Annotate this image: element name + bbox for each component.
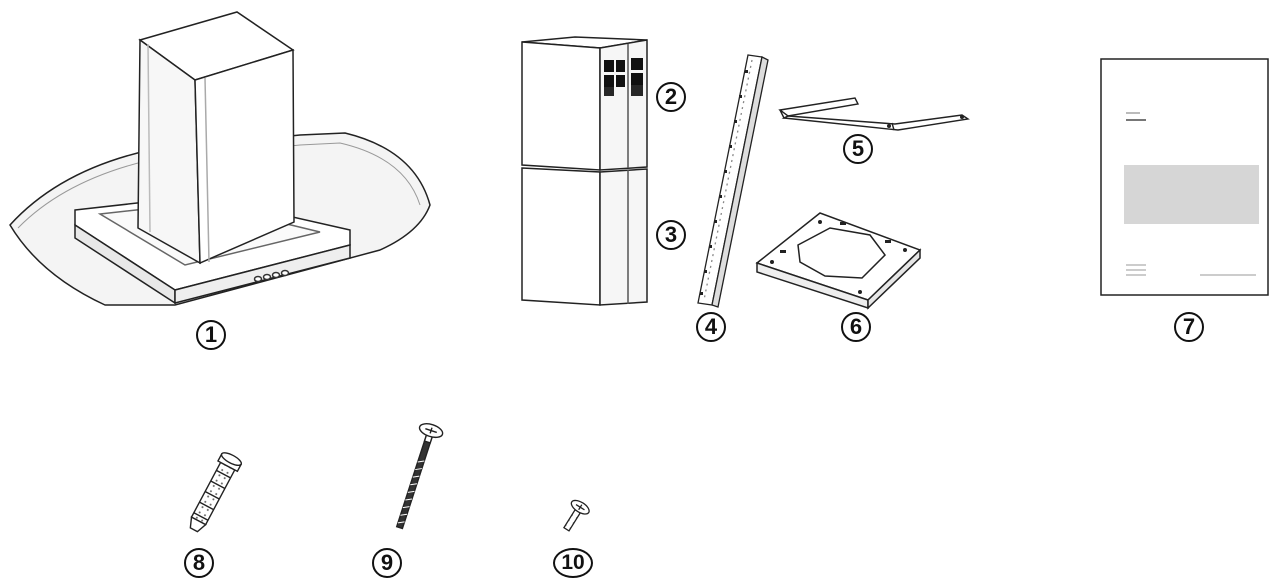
callout-3: 3 [656, 220, 686, 250]
callout-8: 8 [184, 548, 214, 578]
mounting-plate-illustration [755, 212, 922, 310]
chimney-section-illustration [521, 36, 648, 306]
callout-6: 6 [841, 312, 871, 342]
long-bracket-illustration [697, 54, 769, 308]
wall-anchor-illustration [189, 452, 243, 533]
angle-bracket-illustration [778, 97, 970, 131]
callout-10: 10 [553, 548, 593, 578]
callout-1: 1 [196, 320, 226, 350]
manual-illustration [1100, 58, 1269, 296]
callout-4: 4 [696, 312, 726, 342]
long-screw-illustration [395, 423, 444, 530]
range-hood-illustration [9, 11, 431, 306]
callout-7: 7 [1174, 312, 1204, 342]
callout-2: 2 [656, 82, 686, 112]
callout-9: 9 [372, 548, 402, 578]
callout-5: 5 [843, 134, 873, 164]
short-screw-illustration [563, 499, 590, 532]
